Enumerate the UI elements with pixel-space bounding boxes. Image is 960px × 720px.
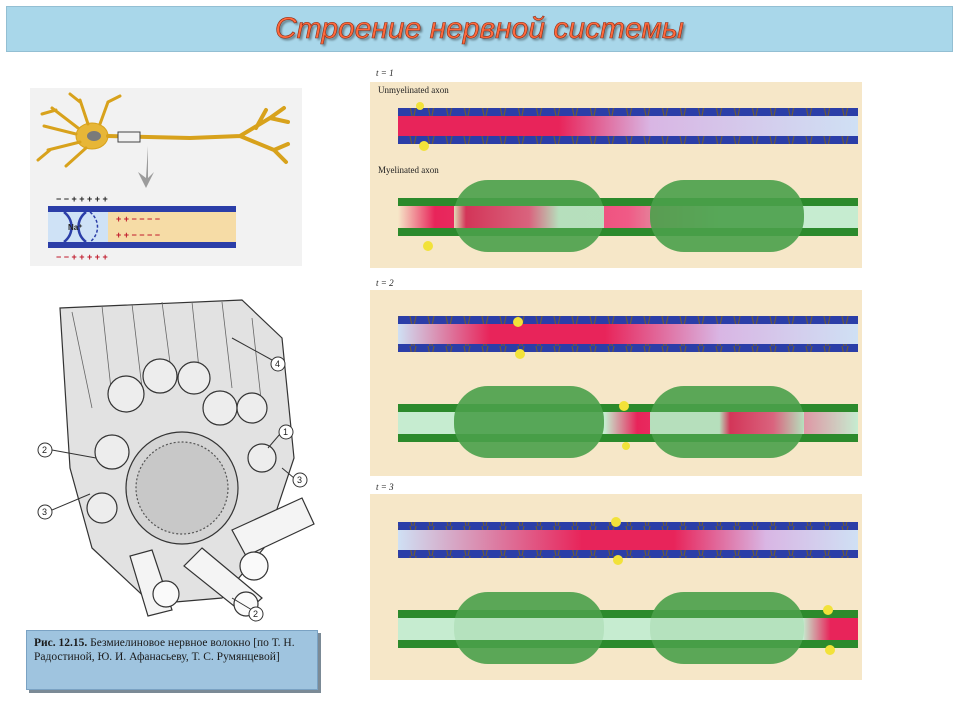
svg-text:+ + − − − −: + + − − − − — [116, 230, 160, 240]
svg-text:3: 3 — [42, 507, 47, 517]
myelinated-label-t1: Myelinated axon — [378, 165, 439, 175]
title-bar: Строение нервной системы — [6, 6, 953, 52]
panel-t1: t = 1 Unmyelinated axon Myelinated axon — [370, 68, 862, 268]
caption-label: Рис. 12.15. — [34, 637, 88, 649]
zoom-box — [117, 131, 141, 143]
svg-text:3: 3 — [297, 475, 302, 485]
unmyelinated-label-t1: Unmyelinated axon — [378, 85, 449, 95]
time-label-t2: t = 2 — [376, 278, 394, 288]
svg-text:− − + + + + +: − − + + + + + — [56, 252, 108, 262]
svg-text:1: 1 — [283, 427, 288, 437]
myelin-sheath — [650, 180, 804, 252]
svg-text:4: 4 — [275, 359, 280, 369]
svg-text:− − + + + + +: − − + + + + + — [56, 194, 108, 204]
time-label-t3: t = 3 — [376, 482, 394, 492]
time-label-t1: t = 1 — [376, 68, 394, 78]
panel-t2: t = 2 — [370, 278, 862, 476]
conduction-diagram: t = 1 Unmyelinated axon Myelinated axon … — [370, 68, 862, 680]
callout-markers: 4 1 2 3 3 2 — [37, 337, 308, 622]
svg-text:2: 2 — [253, 609, 258, 619]
impulse-sparks — [416, 102, 835, 655]
axon-circle — [107, 375, 145, 413]
caption-text: Безмиелиновое нервное волокно [по Т. Н. … — [34, 637, 295, 663]
panel-t3: t = 3 — [370, 482, 862, 680]
sodium-ion-label: Na⁺ — [68, 223, 82, 232]
svg-text:+ + − − − −: + + − − − − — [116, 214, 160, 224]
figure-caption: Рис. 12.15. Безмиелиновое нервное волокн… — [26, 630, 318, 690]
page-title: Строение нервной системы — [275, 12, 685, 46]
fiber-cross-section: 4 1 2 3 3 2 — [32, 298, 328, 628]
zoom-arrow-icon — [138, 146, 154, 188]
membrane-strip — [48, 206, 236, 248]
fiber-bundle-illustration — [59, 299, 315, 617]
neuron-diagram: − − + + + + + − − + + + + + + + − − − − … — [30, 88, 302, 266]
nucleus — [87, 131, 101, 141]
svg-text:2: 2 — [42, 445, 47, 455]
